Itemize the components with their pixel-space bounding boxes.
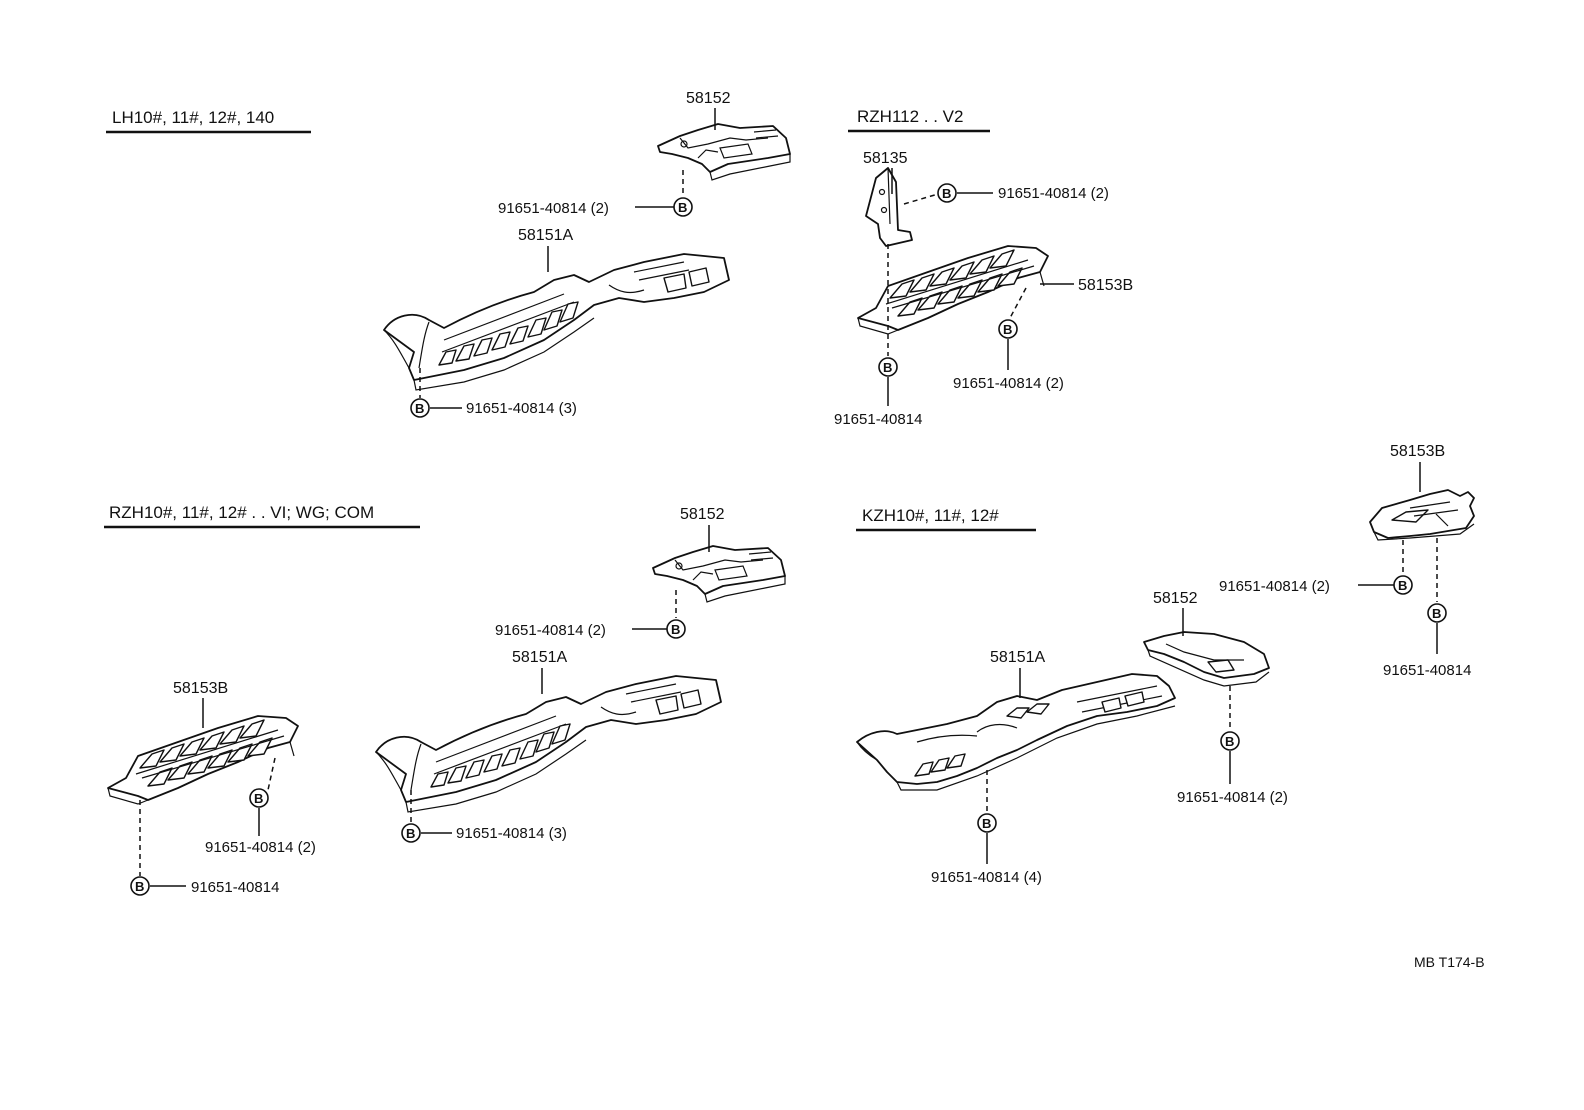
bolt-symbol-letter: B [1432,606,1441,621]
section-header-rzh10: RZH10#, 11#, 12# . . VI; WG; COM [109,503,374,522]
bolt-symbol-letter: B [678,200,687,215]
part-58135 [865,167,913,247]
section-header-kzh: KZH10#, 11#, 12# [862,506,999,525]
part-58151A [856,673,1176,791]
bolt-symbol-letter: B [415,401,424,416]
bolt-label: 91651-40814 (2) [498,200,609,217]
bolt-symbol-letter: B [135,879,144,894]
bolt-label: 91651-40814 (3) [466,400,577,417]
bolt-symbol [401,823,421,843]
part-label-58151A: 58151A [512,649,567,666]
part-label-58151A: 58151A [518,227,573,244]
part-label-58153B: 58153B [1078,277,1133,294]
part-58153B [857,245,1049,335]
bolt-symbol [410,398,430,418]
bolt-symbol [1427,603,1447,623]
bolt-symbol [249,788,269,808]
bolt-symbol-letter: B [406,826,415,841]
part-58151A [383,253,730,391]
bolt-symbol [937,183,957,203]
bolt-symbol-letter: B [1225,734,1234,749]
bolt-symbol-letter: B [942,186,951,201]
bolt-symbol [998,319,1018,339]
bolt-label: 91651-40814 (2) [495,622,606,639]
bolt-label: 91651-40814 (2) [953,375,1064,392]
bolt-symbol-letter: B [254,791,263,806]
part-label-58151A: 58151A [990,649,1045,666]
part-label-58152: 58152 [680,506,725,523]
figure-reference: MB T174-B [1414,954,1485,970]
section-header-rzh112: RZH112 . . V2 [857,107,963,126]
section-rzh112: RZH112 . . V2 58135 B 91651-40814 (2) 58… [834,107,1133,428]
bolt-symbol [878,357,898,377]
part-58152 [657,123,791,181]
bolt-label: 91651-40814 (2) [1177,789,1288,806]
section-lh: LH10#, 11#, 12#, 140 58152 B 91651-40814… [106,90,791,418]
bolt-label: 91651-40814 [834,411,922,428]
section-kzh: KZH10#, 11#, 12# 58151A B 91651-40814 (4… [856,443,1475,886]
section-rzh10: RZH10#, 11#, 12# . . VI; WG; COM 58153B … [104,503,786,896]
bolt-label: 91651-40814 (3) [456,825,567,842]
part-58151A [375,675,722,813]
bolt-label: 91651-40814 [1383,662,1471,679]
part-label-58135: 58135 [863,150,908,167]
bolt-symbol-letter: B [671,622,680,637]
part-label-58152: 58152 [686,90,731,107]
bolt-label: 91651-40814 (2) [1219,578,1330,595]
bolt-label: 91651-40814 (2) [998,185,1109,202]
part-58153B [1369,489,1475,541]
bolt-label: 91651-40814 (2) [205,839,316,856]
part-58152 [1143,631,1270,687]
bolt-symbol-letter: B [883,360,892,375]
part-label-58153B: 58153B [1390,443,1445,460]
part-label-58153B: 58153B [173,680,228,697]
bolt-dash-line [903,193,939,205]
part-58152 [652,545,786,603]
bolt-symbol [130,876,150,896]
bolt-symbol [1220,731,1240,751]
part-58153B [107,715,299,805]
bolt-symbol-letter: B [982,816,991,831]
bolt-symbol-letter: B [1398,578,1407,593]
bolt-label: 91651-40814 [191,879,279,896]
bolt-dash-line [267,757,276,791]
bolt-symbol [977,813,997,833]
bolt-label: 91651-40814 (4) [931,869,1042,886]
bolt-symbol-letter: B [1003,322,1012,337]
part-label-58152: 58152 [1153,590,1198,607]
section-header-lh: LH10#, 11#, 12#, 140 [112,108,274,127]
bolt-dash-line [1009,287,1027,319]
